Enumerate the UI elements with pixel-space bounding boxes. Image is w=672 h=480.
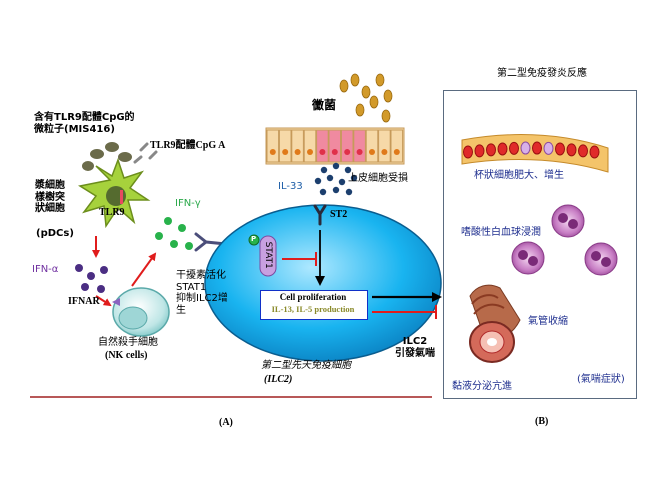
st2-receptor [313, 204, 327, 226]
fungi-label: 黴菌 [312, 98, 337, 112]
eosinophil-2 [511, 241, 545, 275]
cpg-a-label: TLR9配體CpG A [150, 140, 226, 151]
stat1-activation-label: 干擾素活化 STAT1 抑制ILC2增 生 [176, 270, 228, 316]
eosinophil-1 [551, 204, 585, 238]
airway-label: 氣管收縮 [528, 316, 568, 327]
epithelial-cell [365, 129, 379, 163]
goblet-label: 杯狀細胞肥大、增生 [474, 170, 564, 181]
epithelial-nucleus [344, 149, 351, 155]
ifn-alpha-label: IFN-α [32, 264, 59, 275]
epithelial-cell [266, 129, 280, 163]
epithelial-nucleus [294, 149, 301, 155]
epithelial-cell [378, 129, 391, 163]
eosinophil-label: 嗜酸性白血球浸潤 [461, 227, 541, 238]
nk-cell [112, 287, 170, 337]
epithelial-nucleus [381, 149, 388, 155]
ifn-gamma-label: IFN-γ [175, 198, 201, 209]
epithelial-cell [316, 129, 329, 163]
nk-abbr: (NK cells) [105, 350, 148, 361]
tlr9-label: TLR9 [99, 207, 125, 218]
stat1-inhibition [282, 252, 317, 266]
goblet-cell [520, 141, 531, 155]
goblet-cell [543, 141, 554, 155]
ifnar-label: IFNAR [68, 296, 100, 307]
ilc2-inhibition [372, 305, 437, 319]
epithelial-nucleus [282, 149, 289, 155]
pdc-name: 漿細胞 樣樹突 狀細胞 [35, 180, 65, 214]
goblet-cell [578, 144, 588, 158]
ifn-gamma-molecules [155, 217, 193, 250]
epithelial-nucleus [319, 149, 326, 155]
epithelial-nucleus [369, 149, 375, 155]
phospho-marker [248, 234, 260, 246]
cpg-a-molecules [133, 142, 158, 164]
stat1-oval [259, 235, 277, 277]
goblet-cell [509, 141, 519, 155]
stat1-oval-label: STAT1 [263, 241, 274, 269]
epithelial-cell [328, 129, 342, 163]
panel-b-letter: (B) [535, 416, 549, 427]
epithelial-nucleus [307, 149, 313, 155]
epithelial-cells [266, 129, 404, 163]
goblet-cell [463, 145, 473, 159]
goblet-cells [463, 141, 600, 159]
goblet-cell [532, 141, 542, 155]
epithelium-damage-label: 上皮細胞受損 [348, 173, 408, 184]
il33-label: IL-33 [278, 181, 303, 192]
panel-b-title: 第二型免疫發炎反應 [497, 68, 587, 79]
bronchus [469, 284, 521, 363]
ifn-alpha-molecules [75, 264, 108, 293]
cell-proliferation-sub: IL-13, IL-5 production [271, 304, 355, 314]
fungi-spores [339, 73, 393, 123]
pdc-cell [78, 157, 151, 229]
ilc2-asthma-label: ILC2 引發氣喘 [395, 336, 435, 359]
arrow-nk-to-ifng [131, 252, 157, 287]
ilc2-abbr: (ILC2) [264, 374, 293, 385]
arrow-ifna-to-nk [95, 295, 112, 307]
panel-a-letter: (A) [219, 417, 233, 428]
epithelial-nucleus [331, 149, 338, 155]
cell-proliferation-box: Cell proliferation IL-13, IL-5 productio… [260, 290, 368, 320]
ilc2-name: 第二型先天免疫細胞 [261, 360, 351, 371]
epithelial-nucleus [393, 149, 400, 155]
epithelial-cell [353, 129, 366, 163]
epithelial-cell [278, 129, 292, 163]
il33-molecules [314, 162, 358, 196]
goblet-cell [497, 142, 508, 156]
goblet-cell [474, 144, 485, 158]
goblet-cell [566, 143, 577, 157]
pdc-abbr: (pDCs) [36, 228, 74, 239]
epithelial-cell [340, 129, 354, 163]
epithelial-nucleus [269, 149, 276, 155]
goblet-cell [589, 145, 600, 159]
phospho-label: P [251, 235, 257, 243]
nk-name: 自然殺手細胞 [98, 337, 158, 348]
symptom-label: (氣喘症狀) [577, 374, 625, 385]
mucus-label: 黏液分泌亢進 [452, 381, 512, 392]
epithelial-nucleus [356, 149, 363, 155]
goblet-cell [486, 143, 496, 157]
st2-label: ST2 [330, 209, 348, 220]
mis416-label: 含有TLR9配體CpG的 微粒子(MIS416) [34, 112, 135, 135]
mis416-particles [82, 142, 132, 171]
cell-proliferation-title: Cell proliferation [279, 292, 347, 302]
eosinophil-3 [584, 242, 618, 276]
epithelial-cell [303, 129, 317, 163]
panel-b-frame [443, 90, 637, 399]
goblet-cell [555, 142, 565, 156]
epithelial-cell [291, 129, 304, 163]
epithelial-cell [390, 129, 404, 163]
